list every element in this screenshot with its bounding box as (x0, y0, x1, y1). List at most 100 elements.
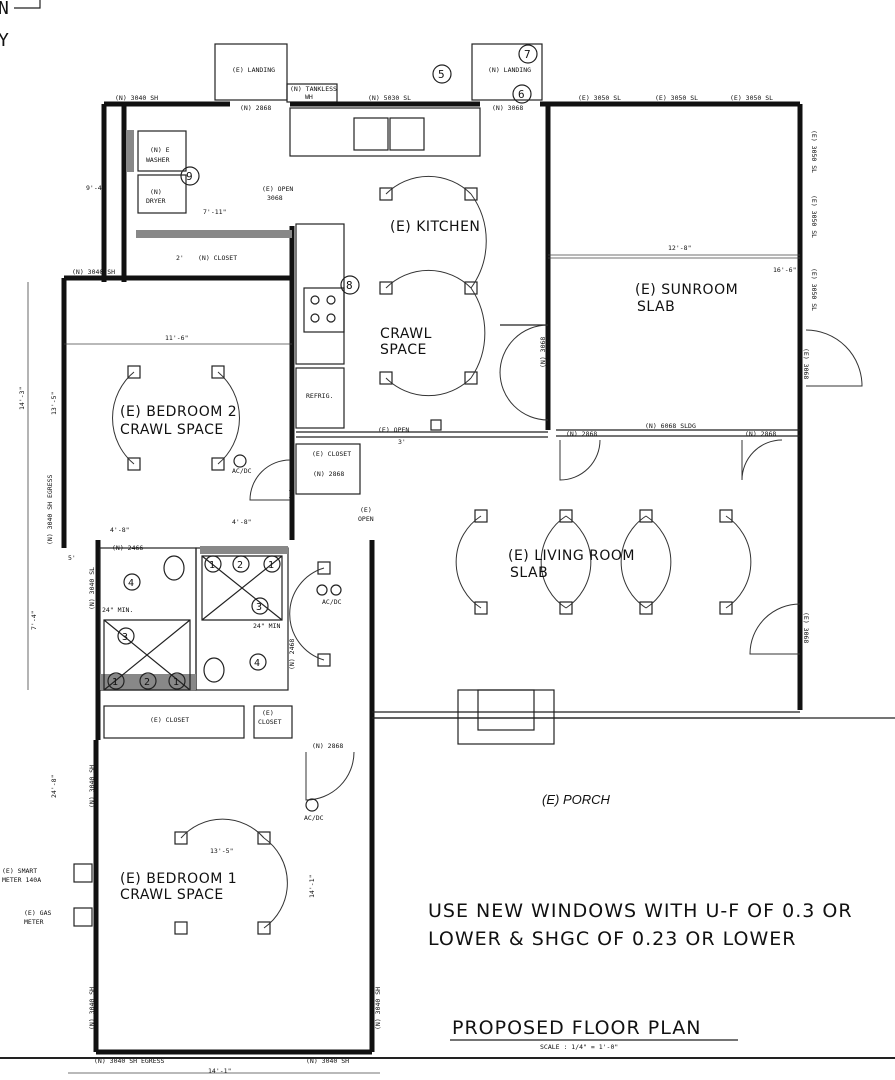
acdc-1: AC/DC (232, 467, 252, 475)
kitchen-counter (289, 107, 481, 157)
win-3040sh-top: (N) 3040 SH (115, 94, 158, 102)
corner-text-n: N (0, 0, 9, 19)
svg-text:1: 1 (209, 560, 215, 571)
dryer (137, 174, 187, 214)
dim-7-4: 7'-4" (30, 610, 38, 630)
tankless-label-2: WH (305, 93, 313, 101)
plan-scale: SCALE : 1/4" = 1'-0" (540, 1043, 618, 1051)
win-3040sh-b1: (N) 3040 SH (88, 765, 96, 808)
svg-text:1: 1 (268, 560, 274, 571)
callout-bath-9: 2 (139, 672, 157, 690)
min-24-a: 24" MIN. (102, 606, 133, 614)
sunroom-door-swing-2 (499, 371, 549, 421)
laundry-side-hatch (126, 130, 134, 172)
refrig-label: REFRIG. (306, 392, 333, 400)
refrigerator (295, 367, 345, 429)
shower-1 (103, 619, 191, 691)
min-24-b: 24" MIN (253, 622, 280, 630)
washer (137, 130, 187, 172)
laundry-wall-hatch (136, 230, 292, 238)
note-line-2: LOWER & SHGC OF 0.23 OR LOWER (428, 928, 796, 950)
meter-gas-1: (E) GAS (24, 909, 51, 917)
landing-left-label: (E) LANDING (232, 66, 275, 74)
smoke-detector-1 (233, 454, 247, 468)
burner-2 (326, 295, 336, 305)
callout-bath-3: 1 (263, 555, 281, 573)
sunroom-bottom-wall (556, 429, 800, 437)
fireplace-box (477, 689, 535, 731)
corner-text-y: Y (0, 30, 9, 51)
room-bedroom1-2: CRAWL SPACE (120, 887, 224, 903)
closet-e3-label-2: CLOSET (258, 718, 282, 726)
svg-text:2: 2 (237, 560, 243, 571)
bath2-hatch (200, 546, 288, 554)
sun-right-win-2: (E) 3050 SL (810, 195, 818, 238)
callout-bath-2: 2 (232, 555, 250, 573)
dim-16-6: 16'-6" (773, 266, 796, 274)
open-e-1: (E) (360, 506, 372, 514)
open-3068-2: 3068 (267, 194, 283, 202)
room-bedroom1-1: (E) BEDROOM 1 (120, 871, 237, 887)
callout-7: 7 (518, 44, 538, 64)
landing-left (214, 43, 288, 101)
washer-label-2: WASHER (146, 156, 170, 164)
closet-e3-label-1: (E) (262, 709, 274, 717)
landing-right-label: (N) LANDING (488, 66, 531, 74)
sunroom-south-door-1 (559, 439, 601, 481)
room-bedroom2-2: CRAWL SPACE (120, 422, 224, 438)
dim-5: 5' (68, 554, 76, 562)
smoke-detector-2b (330, 584, 342, 596)
win-3040sh-bottom: (N) 3040 SH (306, 1057, 349, 1065)
room-crawl-2: SPACE (380, 342, 427, 358)
egress-2: (N) 3040 SH EGRESS (94, 1057, 165, 1065)
door-3068-a: (N) 3068 (492, 104, 523, 112)
dim-4-8-a: 4'-8" (232, 518, 252, 526)
tankless-label-1: (N) TANKLESS (290, 85, 337, 93)
door-2868-e: (N) 2868 (288, 469, 296, 500)
closet-n: (N) CLOSET (198, 254, 237, 262)
callout-bath-8: 1 (107, 672, 125, 690)
acdc-3: AC/DC (304, 814, 324, 822)
svg-text:8: 8 (346, 279, 353, 292)
dim-7-11: 7'-11" (203, 208, 226, 216)
acdc-2: AC/DC (322, 598, 342, 606)
dim-24-8: 24'-8" (50, 775, 58, 798)
svg-text:3: 3 (256, 602, 262, 613)
callout-6: 6 (512, 84, 532, 104)
svg-text:2: 2 (144, 677, 150, 688)
callout-bath-7: 4 (249, 653, 267, 671)
svg-text:1: 1 (112, 677, 118, 688)
open-3-1: (E) OPEN (378, 426, 409, 434)
bath-1 (99, 547, 197, 691)
door-2868-c: (N) 2868 (745, 430, 776, 438)
svg-text:9: 9 (186, 170, 193, 183)
egress-1: (N) 3040 SH EGRESS (46, 474, 54, 545)
burner-1 (310, 295, 320, 305)
sun-right-win-3: (E) 3050 SL (810, 268, 818, 311)
gas-meter-box (73, 907, 93, 927)
open-e-2: OPEN (358, 515, 374, 523)
dim-11-6: 11'-6" (165, 334, 188, 342)
living-door-swing (749, 603, 801, 655)
kitchen-bottom-wall (296, 431, 548, 438)
sun-top-win-3: (E) 3050 SL (730, 94, 773, 102)
callout-9: 9 (180, 166, 200, 186)
sunroom-door-swing (805, 329, 863, 387)
sink-right (389, 117, 425, 151)
burner-3 (310, 313, 320, 323)
smoke-detector-3 (305, 798, 319, 812)
callout-bath-5: 3 (251, 597, 269, 615)
bed2-door-swing (249, 459, 291, 501)
sun-right-win-1: (E) 3050 SL (810, 130, 818, 173)
open-3068-1: (E) OPEN (262, 185, 293, 193)
svg-text:4: 4 (254, 658, 260, 669)
living-lights (455, 509, 752, 615)
meter-gas-2: METER (24, 918, 44, 926)
shower-2 (201, 555, 283, 621)
door-2868-a: (N) 2868 (240, 104, 271, 112)
svg-text:1: 1 (173, 677, 179, 688)
closet-e2 (103, 705, 245, 739)
room-bedroom2-1: (E) BEDROOM 2 (120, 404, 237, 420)
hall-lights (289, 561, 331, 667)
win-3040sh-b1-right: (N) 3040 SH (374, 987, 382, 1030)
